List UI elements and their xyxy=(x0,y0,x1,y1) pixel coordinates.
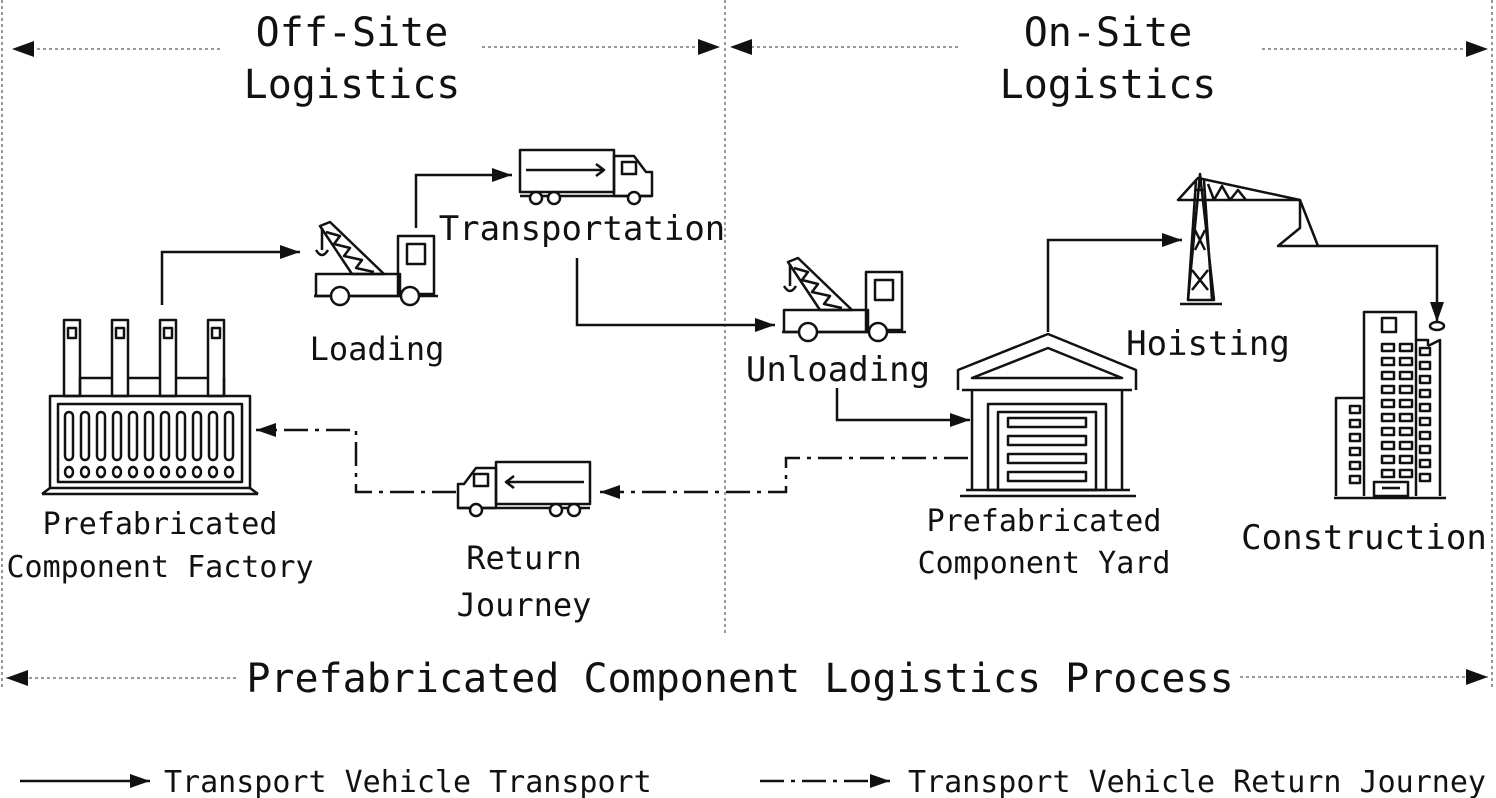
building-window xyxy=(1348,446,1362,457)
building-window xyxy=(1418,346,1432,357)
building-window xyxy=(1348,418,1362,429)
building-window xyxy=(1418,444,1432,455)
factory-slot xyxy=(79,410,91,462)
factory-dot xyxy=(191,465,203,479)
flow-factory-to-loading xyxy=(160,245,300,305)
factory-label-line2: Component Factory xyxy=(6,550,313,585)
building-window xyxy=(1418,472,1432,483)
factory-dot xyxy=(175,465,187,479)
factory-icon xyxy=(41,318,259,496)
factory-slot xyxy=(95,410,107,462)
factory-slot xyxy=(143,410,155,462)
yard-label-line2: Component Yard xyxy=(918,546,1171,581)
building-window xyxy=(1398,370,1414,381)
factory-slot xyxy=(223,410,235,462)
factory-dot xyxy=(159,465,171,479)
return-journey-label-line1: Return xyxy=(466,539,582,577)
building-window xyxy=(1380,356,1396,367)
building-window xyxy=(1418,430,1432,441)
building-window xyxy=(1380,370,1396,381)
return-yard-to-truck xyxy=(600,456,968,499)
factory-dot xyxy=(127,465,139,479)
loading-label: Loading xyxy=(310,330,445,368)
factory-slot xyxy=(127,410,139,462)
legend-transport-label: Transport Vehicle Transport xyxy=(164,765,652,798)
building-window xyxy=(1348,460,1362,471)
factory-dot xyxy=(111,465,123,479)
factory-slot xyxy=(111,410,123,462)
factory-dot xyxy=(95,465,107,479)
building-window xyxy=(1398,468,1414,479)
return-truck-to-factory xyxy=(256,423,456,494)
factory-dot xyxy=(223,465,235,479)
process-title: Prefabricated Component Logistics Proces… xyxy=(246,656,1233,702)
building-window xyxy=(1418,402,1432,413)
flow-loading-to-transport xyxy=(414,168,512,228)
flow-transport-to-unloading xyxy=(575,258,775,332)
factory-dot xyxy=(63,465,75,479)
building-window xyxy=(1380,426,1396,437)
flow-unloading-to-yard xyxy=(835,388,970,427)
building-window xyxy=(1380,412,1396,423)
factory-slot xyxy=(175,410,187,462)
building-window xyxy=(1380,468,1396,479)
legend-return-label: Transport Vehicle Return Journey xyxy=(908,765,1486,798)
factory-slot xyxy=(191,410,203,462)
building-window xyxy=(1418,388,1432,399)
off-site-title-line1: Off-Site xyxy=(256,10,449,56)
on-site-title-line2: Logistics xyxy=(1000,62,1217,108)
building-window xyxy=(1348,404,1362,415)
building-window xyxy=(1398,384,1414,395)
hoisting-label: Hoisting xyxy=(1126,324,1290,364)
factory-slot xyxy=(63,410,75,462)
building-window xyxy=(1380,342,1396,353)
unloading-crane-truck-icon xyxy=(782,256,906,343)
transportation-label: Transportation xyxy=(439,209,726,249)
tower-crane-icon xyxy=(1176,172,1320,306)
building-window xyxy=(1380,398,1396,409)
return-journey-label-line2: Journey xyxy=(457,586,592,624)
building-icon xyxy=(1334,310,1446,500)
unloading-label: Unloading xyxy=(746,350,930,390)
on-site-title-line1: On-Site xyxy=(1024,10,1193,56)
factory-slot xyxy=(207,410,219,462)
construction-label: Construction xyxy=(1241,518,1487,558)
building-window xyxy=(1398,440,1414,451)
flow-yard-to-hoisting xyxy=(1046,233,1182,332)
process-band: Prefabricated Component Logistics Proces… xyxy=(6,656,1488,702)
factory-dot xyxy=(143,465,155,479)
factory-dot xyxy=(207,465,219,479)
building-window xyxy=(1418,458,1432,469)
warehouse-icon xyxy=(956,332,1138,498)
building-window xyxy=(1418,416,1432,427)
building-window xyxy=(1398,454,1414,465)
building-window xyxy=(1418,360,1432,371)
flow-hoisting-to-construction xyxy=(1318,244,1444,322)
building-window xyxy=(1418,374,1432,385)
building-window xyxy=(1348,474,1362,485)
building-window xyxy=(1398,356,1414,367)
building-window xyxy=(1398,342,1414,353)
factory-slot xyxy=(159,410,171,462)
on-site-header: On-Site Logistics xyxy=(730,10,1488,108)
building-window xyxy=(1348,432,1362,443)
building-window xyxy=(1398,412,1414,423)
building-window xyxy=(1380,440,1396,451)
building-window xyxy=(1380,454,1396,465)
factory-label-line1: Prefabricated xyxy=(43,507,278,542)
yard-label-line1: Prefabricated xyxy=(927,504,1162,539)
building-window xyxy=(1398,398,1414,409)
loading-crane-truck-icon xyxy=(314,220,438,307)
return-truck-icon xyxy=(456,460,592,518)
transportation-truck-icon xyxy=(518,148,654,206)
building-window xyxy=(1380,384,1396,395)
building-window xyxy=(1398,426,1414,437)
off-site-title-line2: Logistics xyxy=(244,62,461,108)
off-site-header: Off-Site Logistics xyxy=(12,10,720,108)
factory-dot xyxy=(79,465,91,479)
legend: Transport Vehicle Transport Transport Ve… xyxy=(20,765,1486,798)
